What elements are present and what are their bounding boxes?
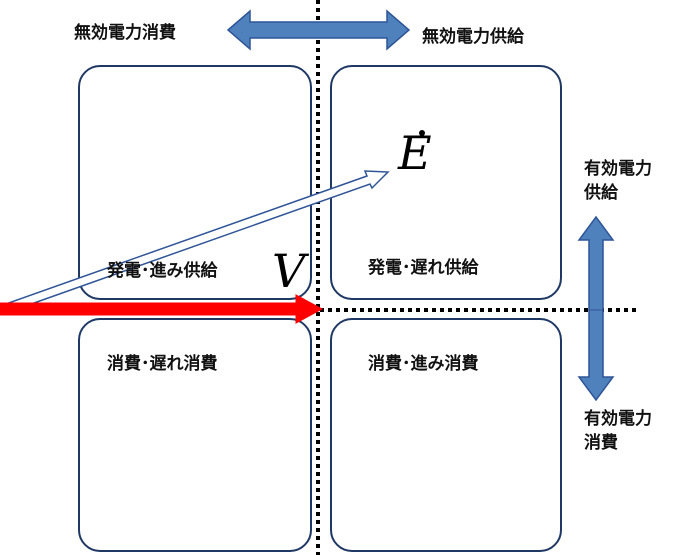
- active-supply-label: 有効電力 供給: [584, 157, 652, 205]
- v-vector-arrow: [0, 294, 324, 324]
- active-consumption-label-line1: 有効電力: [584, 409, 652, 429]
- reactive-power-double-arrow: [226, 9, 411, 51]
- e-dot-accent: [419, 130, 425, 136]
- quadrant-bottom-right-label: 消費･進み消費: [368, 354, 479, 374]
- reactive-consumption-label: 無効電力消費: [74, 23, 176, 43]
- active-consumption-label: 有効電力 消費: [584, 407, 652, 455]
- quadrant-bottom-left-box: [78, 318, 312, 552]
- e-vector-arrow: [0, 170, 390, 315]
- quadrant-bottom-left-label: 消費･遅れ消費: [107, 354, 218, 374]
- quadrant-bottom-right-box: [330, 318, 562, 552]
- active-power-double-arrow: [577, 215, 615, 402]
- quadrant-top-left-box: [78, 65, 312, 300]
- quadrant-top-right-label: 発電･遅れ供給: [368, 258, 479, 278]
- active-supply-label-line2: 供給: [584, 183, 618, 203]
- quadrant-top-left-label: 発電･進み供給: [107, 261, 218, 281]
- e-vector-symbol: E: [398, 126, 432, 180]
- v-vector-symbol: V: [272, 244, 306, 298]
- reactive-supply-label: 無効電力供給: [422, 27, 524, 47]
- active-consumption-label-line2: 消費: [584, 433, 618, 453]
- active-supply-label-line1: 有効電力: [584, 159, 652, 179]
